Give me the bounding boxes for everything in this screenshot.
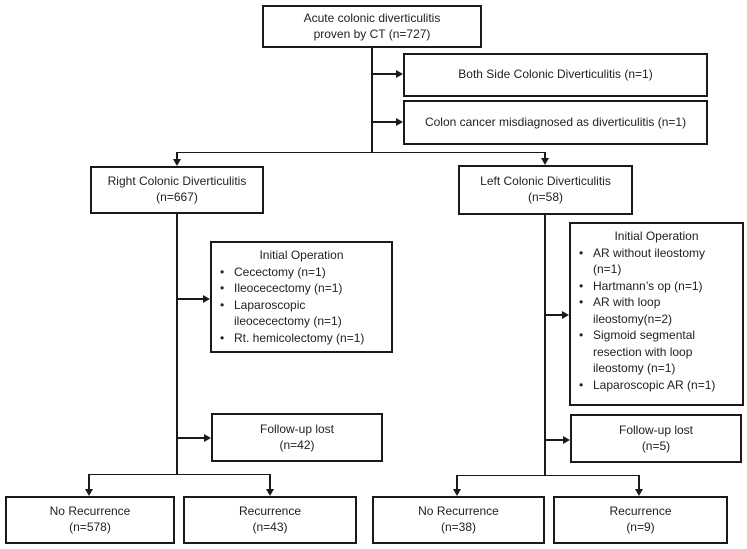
arrow-right-icon	[563, 435, 570, 444]
connector-to-exclusion1	[372, 73, 397, 75]
recurrence-left-line1: Recurrence	[609, 504, 672, 519]
recurrence-right-line2: (n=43)	[252, 520, 288, 534]
connector-to-initial-operation-left	[545, 314, 562, 316]
arrow-down-icon	[635, 489, 644, 496]
node-initial-operation-right: Initial Operation Cecectomy (n=1) Ileoce…	[210, 241, 393, 353]
arrow-right-icon	[396, 69, 403, 78]
no-recurrence-left-line2: (n=38)	[440, 520, 477, 534]
arrow-right-icon	[203, 294, 210, 303]
op-list-item: Laparoscopic AR (n=1)	[571, 377, 742, 394]
recurrence-left-line2: (n=9)	[626, 520, 655, 534]
arrow-right-icon	[204, 433, 211, 442]
no-recurrence-left-line1: No Recurrence	[418, 504, 499, 519]
op-list-item: AR without ileostomy (n=1)	[571, 245, 742, 278]
initial-operation-right-list: Cecectomy (n=1) Ileocecectomy (n=1) Lapa…	[212, 264, 391, 347]
connector-right-branch-stem	[176, 213, 178, 475]
connector-to-right-colonic	[176, 152, 178, 160]
right-colonic-line2: (n=667)	[156, 190, 198, 204]
op-list-item: Hartmann’s op (n=1)	[571, 278, 742, 295]
followup-left-line1: Follow-up lost	[618, 422, 694, 437]
arrow-down-icon	[173, 159, 182, 166]
arrow-down-icon	[85, 489, 94, 496]
connector-to-followup-right	[177, 437, 204, 439]
connector-to-exclusion2	[372, 121, 397, 123]
followup-right-line1: Follow-up lost	[259, 421, 335, 436]
recurrence-right-line1: Recurrence	[238, 504, 302, 519]
left-colonic-line1: Left Colonic Diverticulitis	[480, 174, 611, 189]
connector-to-initial-operation-right	[177, 298, 203, 300]
right-colonic-line1: Right Colonic Diverticulitis	[107, 174, 247, 189]
node-recurrence-right: Recurrence (n=43)	[183, 496, 357, 544]
initial-operation-right-title: Initial Operation	[259, 248, 344, 262]
followup-left-line2: (n=5)	[641, 438, 671, 453]
op-list-item: AR with loop ileostomy(n=2)	[571, 294, 742, 327]
node-left-colonic: Left Colonic Diverticulitis (n=58)	[458, 165, 633, 215]
arrow-down-icon	[266, 489, 275, 496]
connector-split-horizontal	[177, 151, 546, 153]
node-initial-operation-left: Initial Operation AR without ileostomy (…	[569, 222, 744, 406]
connector-to-left-colonic	[544, 152, 546, 159]
connector-to-recurrence-right	[269, 474, 271, 489]
op-list-item: Ileocecectomy (n=1)	[212, 280, 391, 297]
connector-to-recurrence-left	[638, 475, 640, 489]
initial-operation-left-list: AR without ileostomy (n=1) Hartmann’s op…	[571, 245, 742, 394]
no-recurrence-right-line2: (n=578)	[69, 520, 111, 534]
node-no-recurrence-right: No Recurrence (n=578)	[5, 496, 175, 544]
node-followup-lost-right: Follow-up lost (n=42)	[211, 413, 383, 462]
connector-right-outcomes-horizontal	[89, 473, 271, 475]
arrow-right-icon	[562, 310, 569, 319]
node-root-line2: proven by CT (n=727)	[313, 26, 431, 41]
initial-operation-left-title: Initial Operation	[614, 229, 699, 243]
op-list-item: Laparoscopic ileocecectomy (n=1)	[212, 297, 391, 330]
connector-to-no-recurrence-right	[88, 474, 90, 489]
followup-right-line2: (n=42)	[279, 437, 315, 452]
arrow-right-icon	[396, 117, 403, 126]
node-right-colonic: Right Colonic Diverticulitis (n=667)	[90, 166, 264, 214]
no-recurrence-right-line1: No Recurrence	[49, 504, 131, 519]
left-colonic-line2: (n=58)	[527, 190, 564, 204]
op-list-item: Sigmoid segmental resection with loop il…	[571, 327, 742, 377]
arrow-down-icon	[453, 489, 462, 496]
node-no-recurrence-left: No Recurrence (n=38)	[372, 496, 545, 544]
connector-root-stem	[371, 47, 373, 153]
connector-left-branch-stem	[544, 214, 546, 476]
node-recurrence-left: Recurrence (n=9)	[553, 496, 728, 544]
exclusion2-label: Colon cancer misdiagnosed as diverticuli…	[424, 114, 687, 129]
arrow-down-icon	[541, 158, 550, 165]
op-list-item: Cecectomy (n=1)	[212, 264, 391, 281]
node-exclusion-both-side: Both Side Colonic Diverticulitis (n=1)	[403, 53, 708, 97]
connector-left-outcomes-horizontal	[457, 474, 639, 476]
connector-to-no-recurrence-left	[456, 475, 458, 489]
node-root: Acute colonic diverticulitis proven by C…	[262, 5, 482, 48]
node-exclusion-colon-cancer: Colon cancer misdiagnosed as diverticuli…	[403, 100, 708, 145]
exclusion1-label: Both Side Colonic Diverticulitis (n=1)	[458, 67, 653, 82]
connector-to-followup-left	[545, 439, 563, 441]
node-root-line1: Acute colonic diverticulitis	[303, 10, 441, 25]
op-list-item: Rt. hemicolectomy (n=1)	[212, 330, 391, 347]
node-followup-lost-left: Follow-up lost (n=5)	[570, 414, 742, 463]
